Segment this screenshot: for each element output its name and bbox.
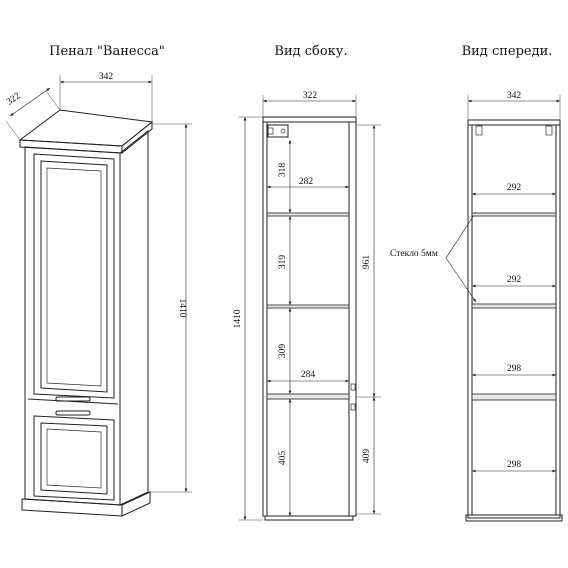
- glass-callout: Стекло 5мм: [390, 211, 477, 303]
- side-shelf1-depth-label: 282: [299, 177, 314, 187]
- glass-label: Стекло 5мм: [390, 249, 438, 259]
- side-bottom-height-label: 405: [278, 451, 288, 466]
- drawing-title: Пенал "Ванесса": [49, 44, 165, 59]
- front-view-title: Вид спереди.: [462, 44, 553, 59]
- iso-height-label: 1410: [177, 299, 187, 318]
- front-shelf3-label: 298: [507, 364, 522, 374]
- front-width-label: 342: [507, 91, 522, 101]
- side-view-title: Вид сбоку.: [274, 44, 347, 59]
- isometric-view: 342 322 1410: [5, 72, 192, 517]
- front-shelf1-label: 292: [507, 183, 522, 193]
- side-view: 322 1410 961 409 318 319 309 405 282 284: [233, 91, 381, 521]
- iso-depth-label: 322: [5, 91, 23, 108]
- front-shelf4-label: 298: [507, 460, 522, 470]
- side-width-label: 322: [303, 91, 318, 101]
- side-upper-label: 961: [362, 255, 372, 270]
- iso-width-label: 342: [99, 72, 114, 82]
- side-shelf2-height-label: 319: [278, 255, 288, 270]
- side-shelf3-height-label: 309: [278, 344, 288, 359]
- side-lower-label: 409: [362, 449, 372, 464]
- side-shelf1-height-label: 318: [278, 163, 288, 178]
- front-shelf2-label: 292: [507, 275, 522, 285]
- front-view: 342 292 292 298 298: [465, 91, 563, 522]
- side-shelf3-depth-label: 284: [301, 370, 316, 380]
- side-height-label: 1410: [233, 309, 243, 328]
